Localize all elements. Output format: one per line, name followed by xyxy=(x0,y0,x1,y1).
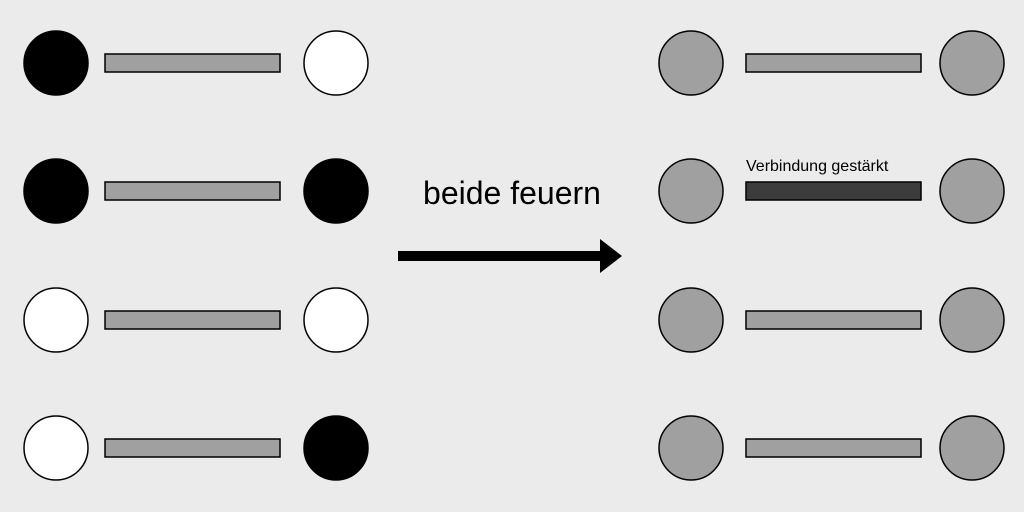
after-presynaptic-neuron-1 xyxy=(658,30,724,96)
before-presynaptic-neuron-4 xyxy=(23,415,89,481)
arrow-label: beide feuern xyxy=(423,175,601,211)
before-postsynaptic-neuron-4 xyxy=(303,415,369,481)
after-postsynaptic-neuron-1 xyxy=(939,30,1005,96)
after-presynaptic-neuron-4 xyxy=(658,415,724,481)
right-arrow-icon xyxy=(398,239,622,273)
before-synapse-3 xyxy=(104,310,281,330)
before-presynaptic-neuron-1 xyxy=(23,30,89,96)
after-synapse-1 xyxy=(745,53,922,73)
before-postsynaptic-neuron-3 xyxy=(303,287,369,353)
after-postsynaptic-neuron-2 xyxy=(939,158,1005,224)
before-presynaptic-neuron-2 xyxy=(23,158,89,224)
before-postsynaptic-neuron-2 xyxy=(303,158,369,224)
before-synapse-1 xyxy=(104,53,281,73)
after-presynaptic-neuron-3 xyxy=(658,287,724,353)
before-panel xyxy=(23,30,369,481)
after-synapse-3 xyxy=(745,310,922,330)
strengthened-connection-label: Verbindung gestärkt xyxy=(746,158,889,175)
after-presynaptic-neuron-2 xyxy=(658,158,724,224)
before-synapse-2 xyxy=(104,181,281,201)
after-postsynaptic-neuron-3 xyxy=(939,287,1005,353)
after-synapse-2 xyxy=(745,181,922,201)
before-presynaptic-neuron-3 xyxy=(23,287,89,353)
after-postsynaptic-neuron-4 xyxy=(939,415,1005,481)
before-postsynaptic-neuron-1 xyxy=(303,30,369,96)
after-synapse-4 xyxy=(745,438,922,458)
after-panel xyxy=(658,30,1005,481)
before-synapse-4 xyxy=(104,438,281,458)
